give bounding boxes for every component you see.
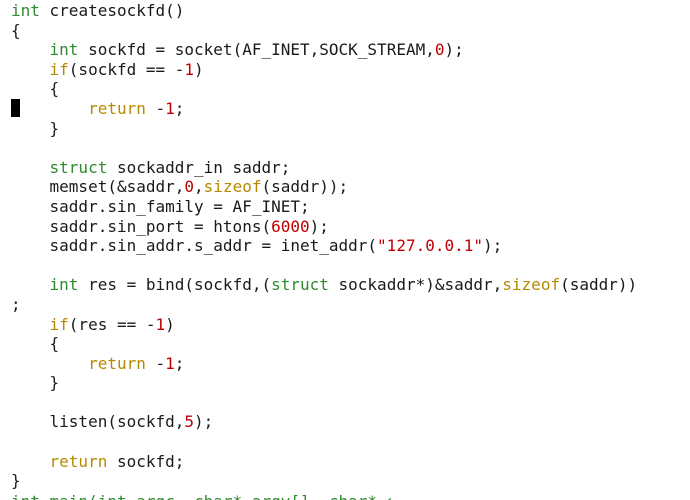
code-token-plain (11, 315, 50, 334)
code-token-plain: ); (444, 40, 464, 60)
code-token-plain: ); (483, 236, 503, 256)
code-line[interactable]: return -1; (11, 354, 686, 374)
code-line[interactable]: memset(&saddr,0,sizeof(saddr)); (11, 177, 686, 197)
code-token-kw: return (88, 98, 146, 118)
code-token-plain: createsockfd() (39, 1, 185, 20)
code-line[interactable]: { (11, 21, 686, 41)
code-token-num: 1 (184, 59, 195, 79)
code-token-kw: sizeof (502, 275, 561, 295)
code-token-plain: sockaddr_in saddr; (107, 157, 291, 177)
code-token-plain (11, 60, 50, 79)
code-line[interactable]: saddr.sin_addr.s_addr = inet_addr("127.0… (11, 236, 686, 256)
code-token-plain: saddr.sin_addr.s_addr = inet_addr( (11, 236, 378, 256)
code-token-plain (11, 452, 50, 471)
code-line[interactable]: } (11, 373, 686, 393)
code-token-plain: ; (174, 353, 185, 373)
code-token-plain (11, 275, 50, 294)
code-line[interactable] (11, 393, 686, 413)
code-line[interactable]: { (11, 79, 686, 99)
code-token-plain: } (11, 373, 60, 393)
code-token-plain: saddr.sin_family = AF_INET; (11, 196, 310, 216)
code-token-num: 6000 (271, 216, 310, 236)
code-token-plain: memset(&saddr, (11, 177, 185, 197)
code-token-plain: (res == - (68, 314, 156, 334)
code-token-plain: ) (165, 314, 175, 334)
code-line[interactable]: struct sockaddr_in saddr; (11, 158, 686, 178)
code-token-kw: sizeof (203, 177, 262, 197)
code-token-plain: listen(sockfd, (11, 412, 185, 432)
code-line[interactable]: ; (11, 295, 686, 315)
code-line[interactable]: if(res == -1) (11, 315, 686, 335)
code-token-kw: return (88, 353, 146, 373)
code-token-plain: sockaddr*)&saddr, (328, 275, 503, 295)
code-token-num: 0 (434, 40, 445, 60)
code-token-plain: ) (194, 59, 204, 79)
code-token-plain: - (145, 353, 166, 373)
code-token-kw: if (49, 314, 69, 334)
code-line[interactable]: return -1; (11, 99, 686, 119)
code-token-plain: (saddr)); (261, 177, 349, 197)
code-token-plain (11, 354, 88, 373)
code-line[interactable]: } (11, 119, 686, 139)
code-token-kw: if (49, 59, 69, 79)
code-token-plain: { (11, 79, 60, 99)
code-line[interactable]: if(sockfd == -1) (11, 60, 686, 80)
code-token-type: int (49, 275, 79, 295)
code-token-type: struct (49, 157, 108, 177)
code-line[interactable]: saddr.sin_family = AF_INET; (11, 197, 686, 217)
code-token-plain: ); (309, 216, 329, 236)
code-line[interactable] (11, 432, 686, 452)
code-line[interactable]: } (11, 471, 686, 491)
code-line[interactable]: int createsockfd() (11, 1, 686, 21)
code-token-plain: { (11, 334, 60, 354)
code-token-plain: (saddr)) (560, 275, 638, 295)
code-token-plain: ; (174, 98, 185, 118)
code-token-plain: ; (11, 294, 21, 314)
code-token-plain: { (11, 20, 21, 40)
code-line[interactable]: saddr.sin_port = htons(6000); (11, 217, 686, 237)
code-token-plain: - (145, 98, 166, 118)
code-token-num: 0 (184, 177, 195, 197)
code-token-num: 1 (165, 98, 175, 118)
code-token-plain (11, 40, 50, 59)
code-token-kw: return (49, 451, 108, 471)
code-token-plain: } (11, 118, 60, 138)
code-token-type: int (11, 1, 40, 20)
code-token-plain (11, 99, 88, 118)
code-token-num: 1 (155, 314, 166, 334)
code-token-num: 5 (184, 412, 195, 432)
code-token-str: "127.0.0.1" (377, 236, 484, 256)
code-token-plain: sockfd; (107, 451, 185, 471)
code-token-type: int (49, 40, 79, 60)
code-token-type: struct (271, 275, 329, 295)
code-line[interactable]: listen(sockfd,5); (11, 412, 686, 432)
code-line[interactable] (11, 138, 686, 158)
code-line[interactable] (11, 256, 686, 276)
next-line-partial: int main(int argc, char* argv[], char* e… (11, 492, 391, 500)
code-line[interactable]: int res = bind(sockfd,(struct sockaddr*)… (11, 275, 686, 295)
code-token-plain: sockfd = socket(AF_INET,SOCK_STREAM, (78, 40, 435, 60)
code-token-plain: ); (194, 412, 214, 432)
code-token-plain: (sockfd == - (68, 59, 185, 79)
code-editor[interactable]: int createsockfd(){ int sockfd = socket(… (11, 1, 686, 496)
code-line[interactable]: { (11, 334, 686, 354)
code-token-plain (11, 158, 50, 177)
code-line[interactable]: return sockfd; (11, 452, 686, 472)
code-token-num: 1 (165, 353, 175, 373)
code-token-plain: saddr.sin_port = htons( (11, 216, 272, 236)
code-token-plain: } (11, 471, 21, 491)
code-token-plain: res = bind(sockfd,( (78, 275, 272, 295)
text-cursor (11, 99, 20, 117)
code-line[interactable]: int sockfd = socket(AF_INET,SOCK_STREAM,… (11, 40, 686, 60)
code-token-plain: , (194, 177, 204, 197)
